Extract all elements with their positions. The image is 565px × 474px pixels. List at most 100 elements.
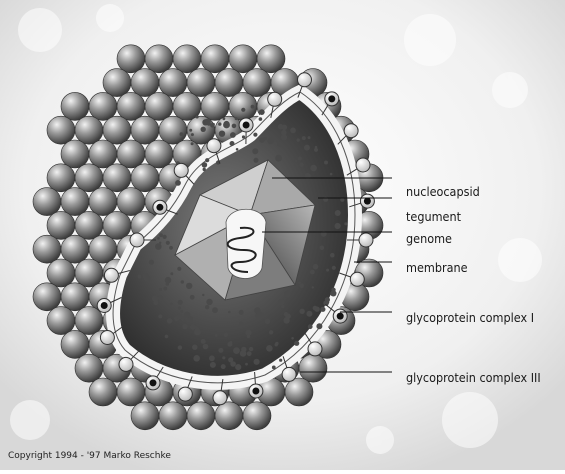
- glycoprotein-knob: [356, 158, 370, 172]
- envelope-bead: [61, 283, 89, 311]
- envelope-bead: [33, 188, 61, 216]
- tegument-dot: [159, 233, 163, 237]
- envelope-bead: [243, 402, 271, 430]
- tegument-dot: [191, 142, 194, 145]
- envelope-bead: [75, 307, 103, 335]
- envelope-bead: [103, 211, 131, 239]
- tegument-dot: [294, 160, 297, 163]
- tegument-dot: [330, 173, 333, 176]
- tegument-dot: [194, 329, 201, 336]
- tegument-dot: [223, 117, 226, 120]
- tegument-dot: [230, 132, 236, 138]
- envelope-bead: [61, 140, 89, 168]
- tegument-dot: [279, 359, 282, 362]
- envelope-bead: [47, 259, 75, 287]
- tegument-dot: [218, 348, 223, 353]
- tegument-dot: [218, 122, 221, 125]
- tegument-dot: [294, 341, 299, 346]
- envelope-bead: [117, 188, 145, 216]
- envelope-bead: [159, 402, 187, 430]
- envelope-bead: [285, 378, 313, 406]
- envelope-bead: [159, 116, 187, 144]
- tegument-dot: [165, 277, 172, 284]
- tegument-dot: [163, 235, 167, 239]
- tegument-dot: [308, 136, 311, 139]
- tegument-dot: [209, 355, 215, 361]
- label-membrane: membrane: [406, 261, 468, 275]
- tegument-dot: [254, 158, 259, 163]
- envelope-bead: [243, 69, 271, 97]
- tegument-dot: [313, 264, 319, 270]
- glycoprotein-knob: [308, 342, 322, 356]
- tegument-dot: [239, 322, 243, 326]
- envelope-bead: [103, 69, 131, 97]
- tegument-dot: [252, 148, 258, 154]
- envelope-bead: [75, 259, 103, 287]
- envelope-bead: [47, 116, 75, 144]
- tegument-dot: [290, 127, 296, 133]
- tegument-dot: [155, 243, 162, 250]
- glycoprotein-knob: [178, 387, 192, 401]
- envelope-bead: [117, 92, 145, 120]
- tegument-dot: [325, 297, 330, 302]
- tegument-dot: [206, 299, 212, 305]
- tegument-dot: [242, 135, 245, 138]
- tegument-dot: [267, 138, 273, 144]
- label-nucleocapsid: nucleocapsid: [406, 185, 480, 199]
- tegument-dot: [191, 133, 194, 136]
- tegument-dot: [282, 125, 288, 131]
- tegument-dot: [258, 312, 264, 318]
- glycoprotein-knob: [119, 357, 133, 371]
- tegument-dot: [149, 260, 154, 265]
- envelope-bead: [187, 402, 215, 430]
- envelope-bead: [61, 92, 89, 120]
- envelope-bead: [89, 378, 117, 406]
- tegument-dot: [170, 303, 173, 306]
- tegument-dot: [228, 357, 233, 362]
- tegument-dot: [158, 295, 163, 300]
- tegument-dot: [221, 364, 226, 369]
- tegument-dot: [235, 364, 241, 370]
- tegument-dot: [247, 351, 252, 356]
- envelope-bead: [131, 402, 159, 430]
- tegument-dot: [184, 312, 190, 318]
- envelope-bead: [47, 164, 75, 192]
- glycoprotein-knob: [268, 92, 282, 106]
- glycoprotein-knob: [282, 367, 296, 381]
- tegument-dot: [265, 319, 271, 325]
- tegument-dot: [302, 136, 306, 140]
- envelope-bead: [75, 164, 103, 192]
- tegument-dot: [326, 269, 329, 272]
- tegument-dot: [254, 359, 260, 365]
- tegument-dot: [299, 309, 304, 314]
- tegument-dot: [222, 356, 225, 359]
- tegument-dot: [138, 275, 142, 279]
- tegument-dot: [193, 355, 200, 362]
- tegument-dot: [189, 129, 192, 132]
- glycoprotein-knob: [213, 391, 227, 405]
- tegument-dot: [177, 314, 182, 319]
- glycoprotein-knob: [207, 139, 221, 153]
- tegument-dot: [180, 132, 184, 136]
- envelope-bead: [131, 116, 159, 144]
- tegument-dot: [202, 162, 208, 168]
- tegument-dot: [190, 295, 195, 300]
- envelope-bead: [159, 69, 187, 97]
- tegument-dot: [251, 105, 255, 109]
- tegument-dot: [165, 335, 169, 339]
- tegument-dot: [203, 344, 209, 350]
- envelope-bead: [117, 45, 145, 73]
- tegument-dot: [281, 130, 287, 136]
- tegument-dot: [219, 131, 225, 137]
- tegument-dot: [205, 158, 209, 162]
- envelope-bead: [47, 211, 75, 239]
- tegument-dot: [163, 287, 167, 291]
- envelope-bead: [131, 164, 159, 192]
- tegument-dot: [330, 253, 335, 258]
- glycoprotein-knob: [100, 331, 114, 345]
- tegument-dot: [266, 345, 273, 352]
- label-glycoprotein-complex-1: glycoprotein complex I: [406, 311, 534, 325]
- tegument-dot: [158, 314, 162, 318]
- envelope-bead: [201, 45, 229, 73]
